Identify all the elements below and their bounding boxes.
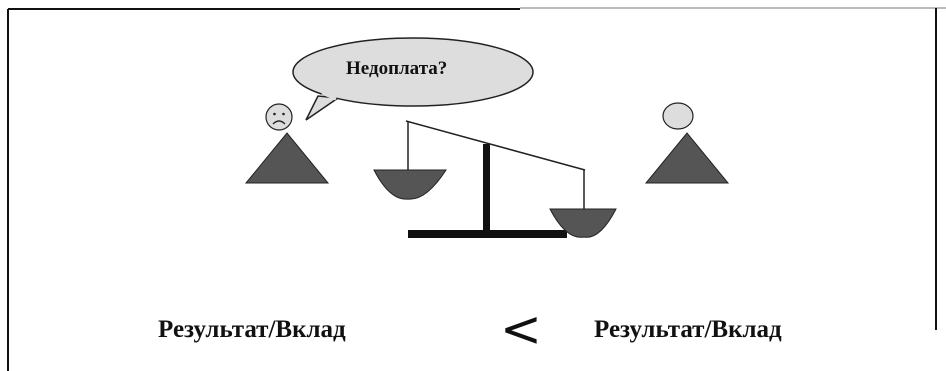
left-pan — [373, 169, 447, 200]
formula-operator: < — [500, 300, 542, 358]
scale-post — [483, 144, 490, 234]
right-person-body — [644, 132, 730, 184]
formula-left-ratio: Результат/Вклад — [158, 316, 346, 343]
right-person-head — [662, 102, 694, 130]
left-person-figure — [244, 103, 330, 184]
sad-face-icon — [265, 103, 293, 131]
right-person-figure — [644, 102, 730, 184]
balance-scale — [373, 120, 617, 238]
scale-beam — [405, 120, 586, 171]
right-pan — [549, 208, 617, 238]
left-person-body — [244, 132, 330, 184]
bubble-text: Недоплата? — [346, 58, 448, 79]
speech-bubble — [292, 37, 534, 121]
formula-right-ratio: Результат/Вклад — [594, 316, 782, 343]
